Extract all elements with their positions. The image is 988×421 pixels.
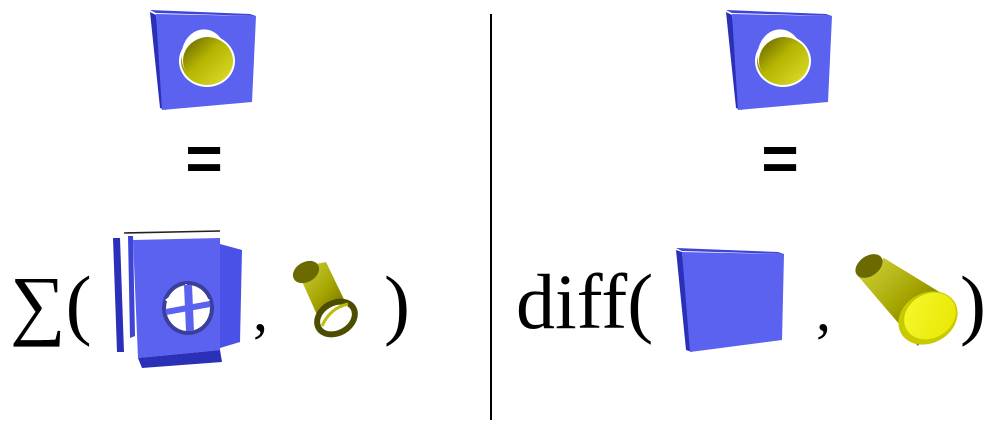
small-cylinder-left [292, 260, 358, 338]
equals-sign-right: = [761, 122, 798, 194]
comma-right: , [816, 277, 831, 343]
solid-cylinder [855, 254, 958, 346]
diff-operator: diff( [516, 258, 653, 345]
solid-cube [676, 248, 784, 352]
partial-cube-slices [113, 230, 242, 368]
comma-left: , [253, 277, 268, 343]
sum-operator: ∑( [10, 260, 92, 347]
equals-sign-left: = [185, 122, 222, 194]
result-cube-with-hole-right [726, 10, 832, 110]
result-cube-with-hole-left [150, 10, 256, 110]
close-paren-left: ) [384, 260, 410, 347]
close-paren-right: ) [960, 260, 986, 347]
